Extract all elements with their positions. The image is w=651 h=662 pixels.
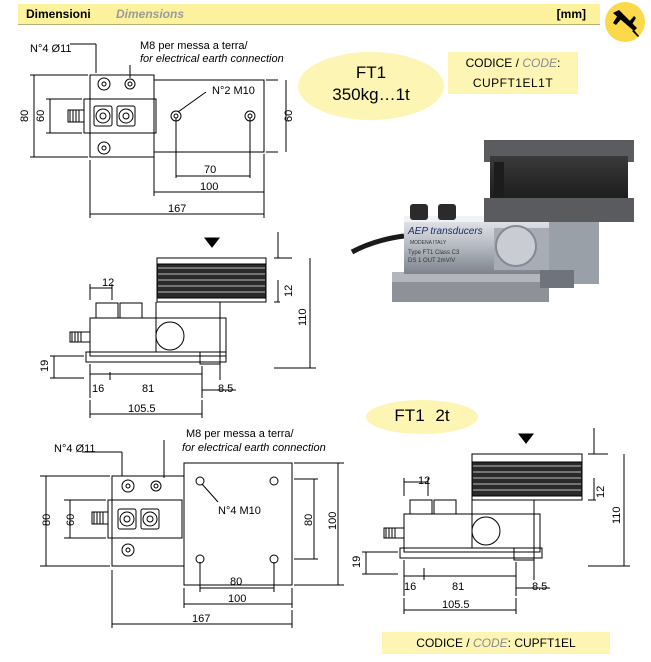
d2-dim-100: 100 — [228, 593, 246, 605]
d2-dim-80-right: 80 — [303, 514, 315, 526]
model2-name: FT1 — [394, 406, 425, 425]
code-colon: : — [557, 56, 561, 70]
d2-side-dim-81: 81 — [452, 581, 464, 593]
d2-thread-label: N°4 M10 — [218, 505, 261, 517]
d2-dim-167: 167 — [192, 613, 210, 625]
code-label-it: CODICE / — [465, 56, 519, 70]
d2-earth-label-en: for electrical earth connection — [182, 442, 326, 454]
d1-dim-60: 60 — [35, 110, 47, 122]
model1-code: CUPFT1EL1T — [472, 76, 554, 90]
d2-side-dim-19: 19 — [351, 556, 363, 568]
d1-side-dim-19: 19 — [39, 360, 51, 372]
code-label-en: CODE — [522, 56, 557, 70]
code2-label-en: CODE — [472, 636, 508, 650]
d2-side-dim-16: 16 — [404, 581, 416, 593]
d1-dim-167: 167 — [168, 203, 186, 215]
photo-brand: AEP transducers — [407, 226, 483, 237]
photo-location: MODENA ITALY — [410, 240, 447, 246]
d2-dim-80-bottom: 80 — [230, 576, 242, 588]
d1-top-plate — [153, 79, 265, 153]
header-title-it: Dimensioni — [26, 7, 91, 21]
model1-name: FT1 — [355, 63, 387, 82]
model2-code: CUPFT1EL — [514, 636, 576, 650]
caliper-icon — [605, 2, 645, 42]
header-unit: [mm] — [556, 7, 586, 21]
d2-dim-100-right: 100 — [327, 512, 339, 530]
d1-side-dim-110: 110 — [297, 308, 309, 326]
d1-side-dim-105-5: 105.5 — [128, 403, 156, 415]
header-title-en: Dimensions — [116, 7, 185, 21]
d1-dim-100: 100 — [200, 181, 218, 193]
photo-plate-type: Type FT1 Class C3 — [408, 250, 460, 256]
code2-colon: : — [507, 636, 511, 650]
d2-dim-80: 80 — [41, 514, 53, 526]
model2-capacity: 2t — [435, 406, 450, 425]
code2-label-it: CODICE / — [416, 636, 470, 650]
d2-dim-60: 60 — [65, 514, 77, 526]
d2-earth-label-it: M8 per messa a terra/ — [186, 428, 295, 440]
d1-holes-label: N°4 Ø11 — [30, 43, 72, 55]
d2-side-dim-110: 110 — [611, 506, 623, 524]
d1-side-dim-81: 81 — [142, 383, 154, 395]
model1-code-box: CODICE / CODE: CUPFT1EL1T — [448, 52, 578, 94]
model2-code-box: CODICE / CODE: CUPFT1EL — [382, 632, 610, 654]
d2-holes-label: N°4 Ø11 — [54, 443, 96, 455]
d1-earth-label-en: for electrical earth connection — [140, 53, 284, 65]
model2-badge: FT1 2t — [366, 400, 478, 434]
d1-thread-label: N°2 M10 — [212, 85, 255, 97]
d2-side-dim-12: 12 — [418, 475, 430, 487]
model1-badge: FT1 350kg…1t — [298, 52, 444, 120]
photo-plate-out: DS 1 OUT 2mV/V — [408, 258, 455, 264]
d2-side-dim-12v: 12 — [595, 486, 607, 498]
model1-capacity: 350kg…1t — [332, 85, 410, 104]
d1-dim-80: 80 — [19, 110, 31, 122]
d1-side-dim-16: 16 — [92, 383, 104, 395]
d2-side-dim-8-5: 8.5 — [532, 581, 547, 593]
d1-side-dim-12v: 12 — [283, 285, 295, 297]
d1-dim-60-right: 60 — [283, 110, 295, 122]
d1-earth-label-it: M8 per messa a terra/ — [140, 40, 249, 52]
product-photo: AEP transducers MODENA ITALY Type FT1 Cl… — [344, 132, 644, 308]
d2-side-dim-105-5: 105.5 — [442, 599, 470, 611]
d1-side-dim-8-5: 8.5 — [218, 383, 233, 395]
d1-body — [83, 98, 157, 134]
section-header: Dimensioni Dimensions [mm] — [18, 4, 600, 25]
d1-side-dim-12: 12 — [102, 277, 114, 289]
d1-dim-70: 70 — [204, 164, 216, 176]
